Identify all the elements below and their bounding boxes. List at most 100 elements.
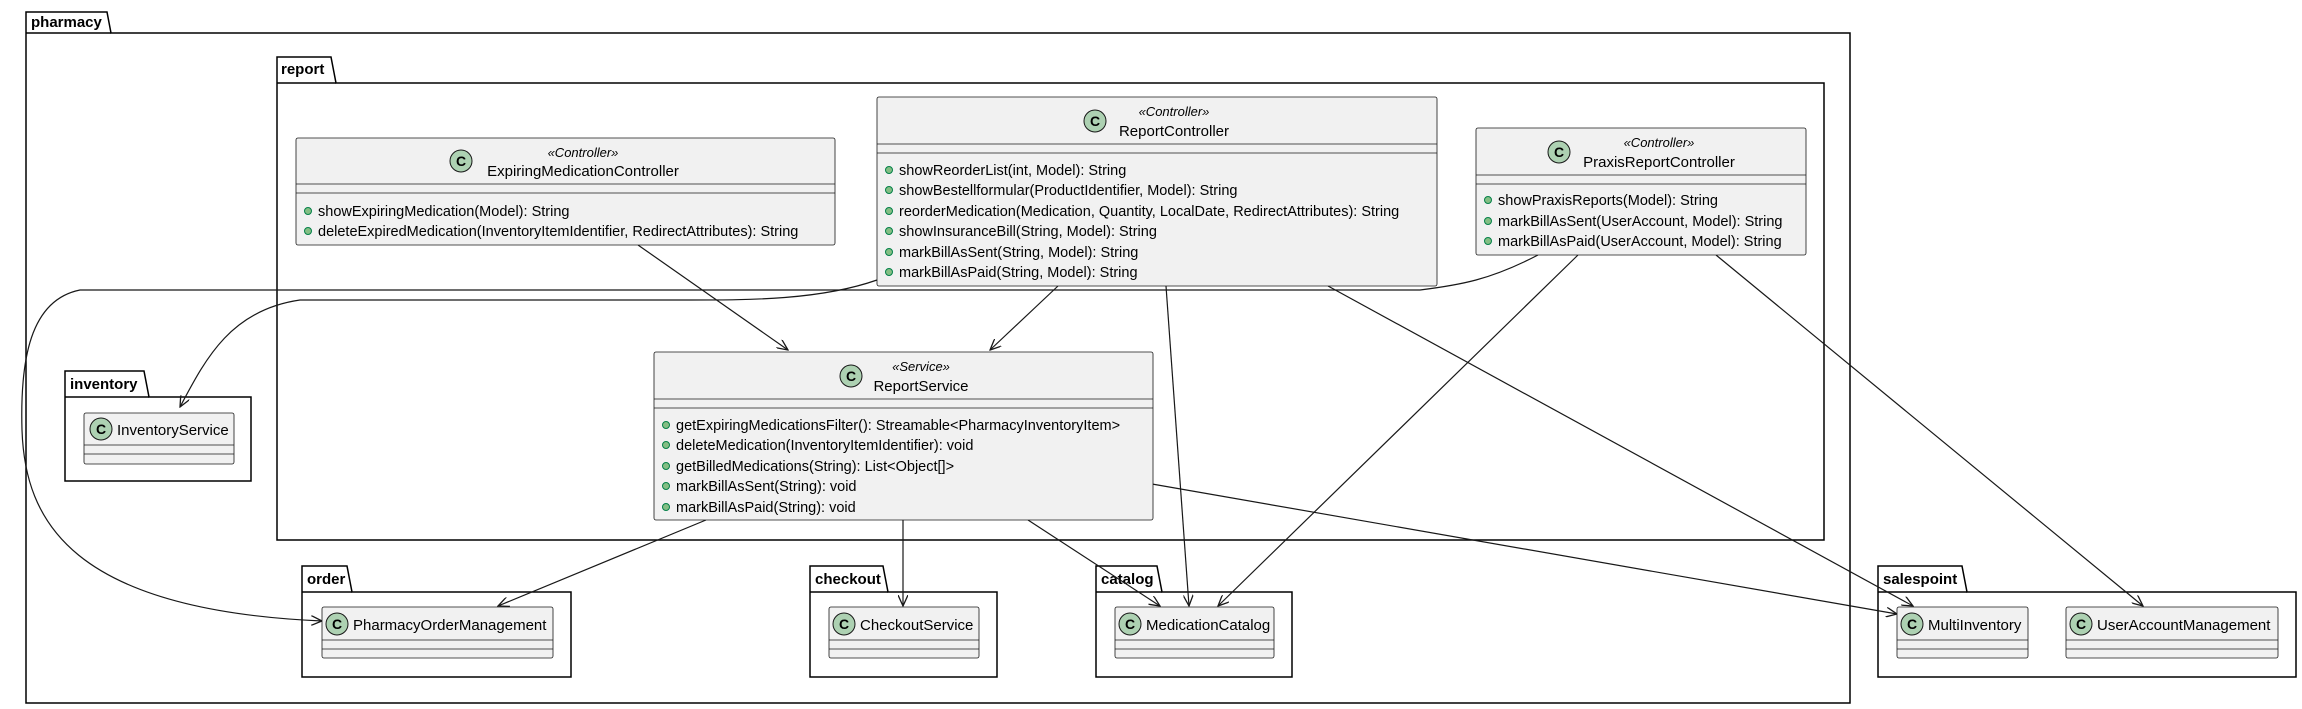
class-expiring-medication-controller[interactable]: C «Controller» ExpiringMedicationControl… bbox=[295, 137, 836, 246]
svg-text:C: C bbox=[1554, 144, 1564, 160]
stereotype: «Controller» bbox=[1624, 135, 1695, 150]
method-list: showReorderList(int, Model): String show… bbox=[885, 163, 1399, 281]
class-medication-catalog[interactable]: C MedicationCatalog bbox=[1114, 606, 1275, 659]
package-report[interactable]: report bbox=[276, 56, 1825, 541]
relation-praxis-to-useraccount[interactable] bbox=[1715, 254, 2143, 606]
class-name: PharmacyOrderManagement bbox=[353, 617, 547, 634]
method-item: getExpiringMedicationsFilter(): Streamab… bbox=[662, 418, 1120, 434]
class-c-icon: C bbox=[832, 612, 856, 636]
class-report-service[interactable]: C «Service» ReportService getExpiringMed… bbox=[653, 351, 1154, 521]
svg-text:C: C bbox=[96, 421, 106, 437]
package-checkout[interactable]: checkout bbox=[809, 565, 998, 678]
method-list: showExpiringMedication(Model): String de… bbox=[304, 204, 798, 240]
class-name: ReportController bbox=[1119, 123, 1229, 140]
class-c-icon: C bbox=[2069, 612, 2093, 636]
package-label: checkout bbox=[815, 571, 881, 588]
class-c-icon: C bbox=[1118, 612, 1142, 636]
class-c-icon: C bbox=[839, 364, 863, 388]
package-order[interactable]: order bbox=[301, 565, 572, 678]
relation-service-to-multiinventory[interactable] bbox=[1151, 483, 1897, 614]
package-label: salespoint bbox=[1883, 571, 1957, 588]
svg-text:C: C bbox=[1125, 616, 1135, 632]
svg-text:markBillAsPaid(String, Model):: markBillAsPaid(String, Model): String bbox=[899, 265, 1138, 281]
svg-text:markBillAsPaid(String): void: markBillAsPaid(String): void bbox=[676, 500, 856, 516]
relation-reportcontroller-to-catalog[interactable] bbox=[1165, 285, 1189, 606]
svg-text:markBillAsSent(UserAccount, Mo: markBillAsSent(UserAccount, Model): Stri… bbox=[1498, 214, 1782, 230]
relation-service-to-order[interactable] bbox=[498, 519, 707, 606]
svg-text:C: C bbox=[456, 153, 466, 169]
package-inventory[interactable]: inventory bbox=[64, 370, 252, 482]
class-name: UserAccountManagement bbox=[2097, 617, 2271, 634]
stereotype: «Service» bbox=[892, 359, 950, 374]
method-list: showPraxisReports(Model): String markBil… bbox=[1484, 193, 1782, 250]
class-name: MedicationCatalog bbox=[1146, 617, 1270, 634]
svg-text:markBillAsSent(String, Model):: markBillAsSent(String, Model): String bbox=[899, 245, 1138, 261]
svg-text:C: C bbox=[332, 616, 342, 632]
svg-text:C: C bbox=[839, 616, 849, 632]
svg-text:getExpiringMedicationsFilter(): getExpiringMedicationsFilter(): Streamab… bbox=[676, 418, 1120, 434]
package-pharmacy[interactable]: pharmacy bbox=[25, 11, 1851, 704]
svg-text:showPraxisReports(Model): Stri: showPraxisReports(Model): String bbox=[1498, 193, 1718, 209]
method-item: showReorderList(int, Model): String bbox=[885, 163, 1126, 179]
relation-expiring-to-service[interactable] bbox=[637, 244, 788, 350]
svg-text:C: C bbox=[846, 368, 856, 384]
method-item: showBestellformular(ProductIdentifier, M… bbox=[885, 183, 1237, 199]
class-checkout-service[interactable]: C CheckoutService bbox=[828, 606, 980, 659]
class-c-icon: C bbox=[1083, 109, 1107, 133]
svg-text:markBillAsPaid(UserAccount, Mo: markBillAsPaid(UserAccount, Model): Stri… bbox=[1498, 234, 1782, 250]
class-name: ReportService bbox=[873, 378, 968, 395]
relation-praxis-to-catalog[interactable] bbox=[1218, 254, 1579, 606]
method-item: markBillAsSent(String): void bbox=[662, 479, 857, 495]
svg-text:showExpiringMedication(Model):: showExpiringMedication(Model): String bbox=[318, 204, 569, 220]
method-item: showInsuranceBill(String, Model): String bbox=[885, 224, 1157, 240]
svg-text:deleteExpiredMedication(Invent: deleteExpiredMedication(InventoryItemIde… bbox=[318, 224, 798, 240]
method-item: markBillAsPaid(String): void bbox=[662, 500, 856, 516]
relation-reportcontroller-to-multiinventory[interactable] bbox=[1327, 285, 1913, 606]
class-name: ExpiringMedicationController bbox=[487, 163, 679, 180]
package-salespoint[interactable]: salespoint bbox=[1877, 565, 2297, 678]
relation-reportcontroller-to-service[interactable] bbox=[990, 285, 1059, 350]
class-praxis-report-controller[interactable]: C «Controller» PraxisReportController sh… bbox=[1475, 127, 1807, 256]
method-item: reorderMedication(Medication, Quantity, … bbox=[885, 204, 1399, 220]
package-label: order bbox=[307, 571, 346, 588]
package-label: catalog bbox=[1101, 571, 1154, 588]
svg-text:getBilledMedications(String):: getBilledMedications(String): List<Objec… bbox=[676, 459, 954, 475]
package-label: pharmacy bbox=[31, 14, 103, 31]
method-item: getBilledMedications(String): List<Objec… bbox=[662, 459, 954, 475]
svg-text:C: C bbox=[2076, 616, 2086, 632]
class-report-controller[interactable]: C «Controller» ReportController showReor… bbox=[876, 96, 1438, 287]
method-item: markBillAsSent(String, Model): String bbox=[885, 245, 1138, 261]
method-item: deleteMedication(InventoryItemIdentifier… bbox=[662, 438, 973, 454]
class-multi-inventory[interactable]: C MultiInventory bbox=[1896, 606, 2029, 659]
class-inventory-service[interactable]: C InventoryService bbox=[83, 412, 235, 465]
method-item: showExpiringMedication(Model): String bbox=[304, 204, 569, 220]
class-c-icon: C bbox=[89, 417, 113, 441]
relations bbox=[21, 244, 2143, 621]
class-user-account-management[interactable]: C UserAccountManagement bbox=[2065, 606, 2279, 659]
class-name: MultiInventory bbox=[1928, 617, 2022, 634]
svg-text:reorderMedication(Medication,: reorderMedication(Medication, Quantity, … bbox=[899, 204, 1399, 220]
svg-text:deleteMedication(InventoryItem: deleteMedication(InventoryItemIdentifier… bbox=[676, 438, 973, 454]
class-pharmacy-order-management[interactable]: C PharmacyOrderManagement bbox=[321, 606, 554, 659]
relation-reportcontroller-to-inventory[interactable] bbox=[180, 279, 878, 407]
class-name: PraxisReportController bbox=[1583, 154, 1735, 171]
svg-text:markBillAsSent(String): void: markBillAsSent(String): void bbox=[676, 479, 857, 495]
class-c-icon: C bbox=[1900, 612, 1924, 636]
method-item: markBillAsPaid(String, Model): String bbox=[885, 265, 1138, 281]
method-list: getExpiringMedicationsFilter(): Streamab… bbox=[662, 418, 1120, 516]
method-item: markBillAsSent(UserAccount, Model): Stri… bbox=[1484, 214, 1782, 230]
svg-text:C: C bbox=[1090, 113, 1100, 129]
package-catalog[interactable]: catalog bbox=[1095, 565, 1293, 678]
svg-text:showBestellformular(ProductIde: showBestellformular(ProductIdentifier, M… bbox=[899, 183, 1237, 199]
method-item: markBillAsPaid(UserAccount, Model): Stri… bbox=[1484, 234, 1782, 250]
stereotype: «Controller» bbox=[548, 145, 619, 160]
stereotype: «Controller» bbox=[1139, 104, 1210, 119]
relation-praxis-to-order[interactable] bbox=[21, 254, 1539, 621]
class-name: CheckoutService bbox=[860, 617, 973, 634]
method-item: deleteExpiredMedication(InventoryItemIde… bbox=[304, 224, 798, 240]
class-c-icon: C bbox=[449, 149, 473, 173]
package-label: report bbox=[281, 61, 324, 78]
relation-service-to-catalog[interactable] bbox=[1027, 519, 1160, 606]
class-c-icon: C bbox=[1547, 140, 1571, 164]
